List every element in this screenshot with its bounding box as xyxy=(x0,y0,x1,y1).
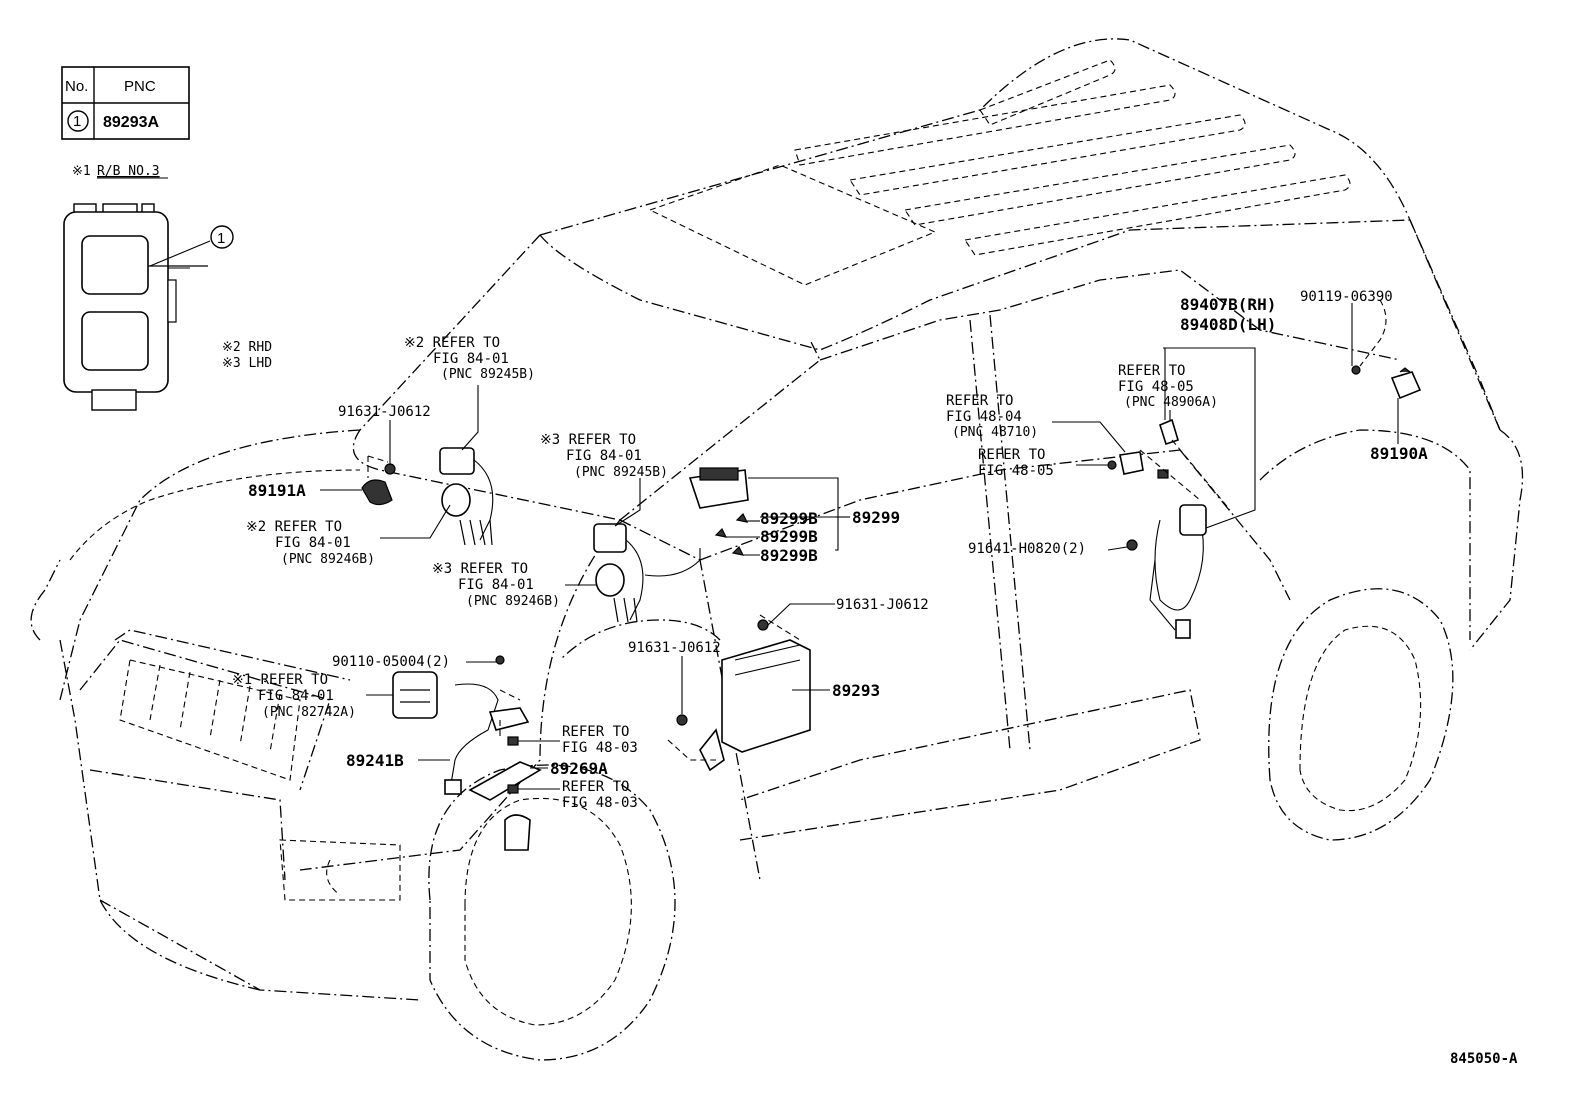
label-89299B-3: 89299B xyxy=(760,546,818,565)
ref-48-05a-line3: (PNC 48906A) xyxy=(1124,395,1218,410)
ref-48-05b-line1: REFER TO xyxy=(978,447,1045,463)
ref-rhd-89246b-line3: (PNC 89246B) xyxy=(281,552,375,567)
label-91631-left: 91631-J0612 xyxy=(338,404,431,420)
inset-callout: 1 xyxy=(217,230,225,247)
callout-labels: ※2 REFER TO FIG 84-01 (PNC 89245B) 91631… xyxy=(232,289,1518,1067)
bolt-91631-center xyxy=(757,619,769,631)
ref-48-05a-line2: FIG 48-05 xyxy=(1118,379,1194,395)
label-89293: 89293 xyxy=(832,681,880,700)
drive-notes: ※2 RHD ※3 LHD xyxy=(222,340,272,371)
ref-lhd-89245b-line3: (PNC 89245B) xyxy=(574,465,668,480)
label-89190A: 89190A xyxy=(1370,444,1428,463)
table-header-pnc: PNC xyxy=(124,78,156,95)
relay-block-inset: ※1 R/B NO.3 1 xyxy=(63,164,234,411)
ref-rhd-89245b-line3: (PNC 89245B) xyxy=(441,367,535,382)
ref-rb-82742a-line3: (PNC 82742A) xyxy=(262,705,356,720)
spiral-89246B-rhd xyxy=(441,483,471,517)
harness-89407B-89408D xyxy=(1179,504,1207,536)
part-shapes xyxy=(361,365,1422,851)
ref-48-04-line2: FIG 48-04 xyxy=(946,409,1022,425)
note-lhd: ※3 LHD xyxy=(222,356,272,371)
inset-title: R/B NO.3 xyxy=(97,164,160,179)
table-row-pnc: 89293A xyxy=(103,114,159,131)
ref-48-05a-line1: REFER TO xyxy=(1118,363,1185,379)
label-91641: 91641-H0820(2) xyxy=(968,541,1086,557)
ref-rhd-89246b-line1: ※2 REFER TO xyxy=(246,519,342,535)
label-89407B: 89407B(RH) xyxy=(1180,295,1276,314)
bolt-91631-left xyxy=(384,463,396,475)
bolt-90110 xyxy=(495,655,505,665)
ref-lhd-89246b-line1: ※3 REFER TO xyxy=(432,561,528,577)
label-89299B-1: 89299B xyxy=(760,509,818,528)
table-header-no: No. xyxy=(65,78,88,95)
ref-lhd-89245b-line2: FIG 84-01 xyxy=(566,448,642,464)
ref-48-05b-line2: FIG 48-05 xyxy=(978,463,1054,479)
ref-lhd-89245b-line1: ※3 REFER TO xyxy=(540,432,636,448)
label-89269A: 89269A xyxy=(550,759,608,778)
bracket-89269A xyxy=(468,761,542,801)
table-row-no: 1 xyxy=(73,113,81,130)
ref-48-03b-line1: REFER TO xyxy=(562,779,629,795)
label-90110: 90110-05004(2) xyxy=(332,654,450,670)
pnc-table: No. PNC 1 89293A xyxy=(61,66,190,140)
ref-rhd-89246b-line2: FIG 84-01 xyxy=(275,535,351,551)
sensor-89190A xyxy=(1390,371,1422,400)
sensor-89245B-lhd xyxy=(593,523,627,553)
sensor-89191A xyxy=(361,479,393,506)
label-89408D: 89408D(LH) xyxy=(1180,315,1276,334)
ref-rhd-89245b-line1: ※2 REFER TO xyxy=(404,335,500,351)
label-91631-center: 91631-J0612 xyxy=(836,597,929,613)
ecu-89293 xyxy=(721,639,811,753)
label-89191A: 89191A xyxy=(248,481,306,500)
ref-lhd-89246b-line2: FIG 84-01 xyxy=(458,577,534,593)
bolt-90119 xyxy=(1351,365,1361,375)
leader-lines xyxy=(320,299,1399,790)
label-89299B-2: 89299B xyxy=(760,527,818,546)
ref-48-04-line3: (PNC 48710) xyxy=(952,425,1038,440)
ref-48-04-line1: REFER TO xyxy=(946,393,1013,409)
vehicle-outline xyxy=(30,38,1524,1061)
label-90119: 90119-06390 xyxy=(1300,289,1393,305)
note-rhd: ※2 RHD xyxy=(222,340,272,355)
ref-rb-82742a-line1: ※1 REFER TO xyxy=(232,672,328,688)
ref-48-03b-line2: FIG 48-03 xyxy=(562,795,638,811)
figure-code: 845050-A xyxy=(1450,1051,1518,1067)
sensor-89241B xyxy=(444,779,462,795)
ref-lhd-89246b-line3: (PNC 89246B) xyxy=(466,594,560,609)
ref-rhd-89245b-line2: FIG 84-01 xyxy=(433,351,509,367)
bolt-91631-lower xyxy=(676,714,688,726)
label-89299: 89299 xyxy=(852,508,900,527)
ref-48-03a-line2: FIG 48-03 xyxy=(562,740,638,756)
ref-rb-82742a-line2: FIG 84-01 xyxy=(258,688,334,704)
inset-mark: ※1 xyxy=(72,164,91,179)
sensor-89245B-rhd xyxy=(439,447,475,475)
label-91631-lower: 91631-J0612 xyxy=(628,640,721,656)
relay-block-82742A xyxy=(392,671,438,719)
spiral-89246B-lhd xyxy=(595,563,625,597)
ref-48-03a-line1: REFER TO xyxy=(562,724,629,740)
label-89241B: 89241B xyxy=(346,751,404,770)
bolt-91641 xyxy=(1126,539,1138,551)
